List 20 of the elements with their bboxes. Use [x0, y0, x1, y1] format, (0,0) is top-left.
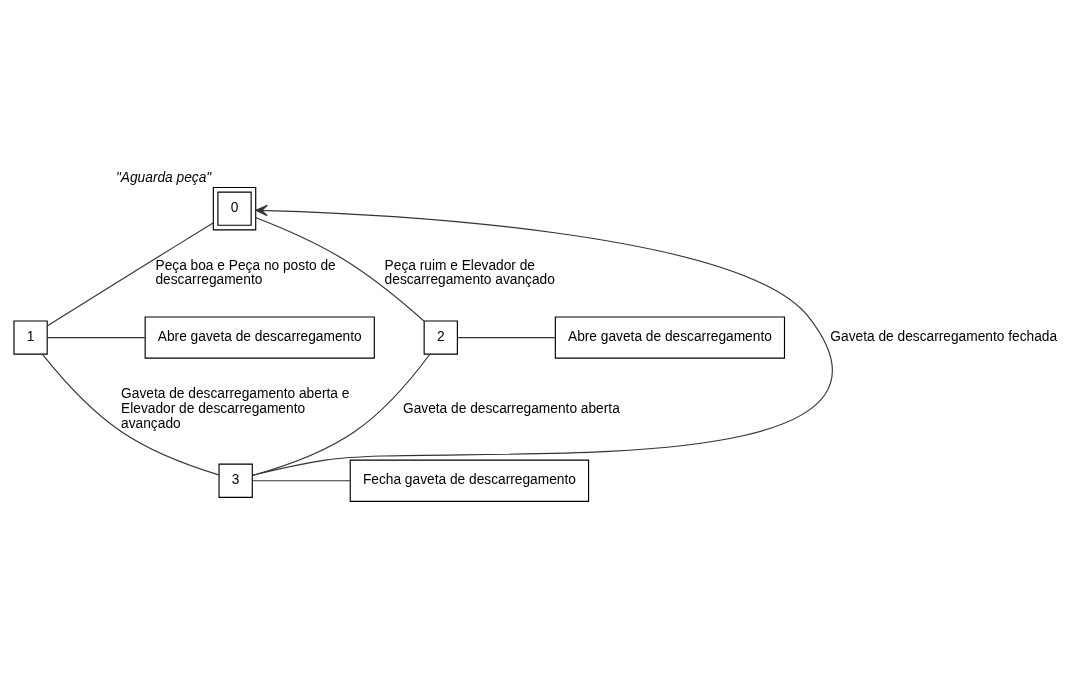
node-box: Fecha gaveta de descarregamento	[349, 459, 590, 502]
connector	[457, 336, 556, 338]
node-box: 0	[212, 186, 257, 230]
edge-label: Gaveta de descarregamento fechada	[830, 328, 1058, 344]
connector	[252, 479, 351, 481]
connector	[41, 353, 220, 475]
arrow	[251, 204, 831, 476]
edge-label: Peça ruim e Elevador de descarregamento avançado	[384, 257, 555, 287]
node-box: Abre gaveta de descarregamento	[554, 315, 786, 359]
edge-label: Gaveta de descarregamento aberta	[402, 400, 620, 416]
node-box: Abre gaveta de descarregamento	[144, 315, 375, 359]
edge-label: Peça boa e Peça no posto de descarregamento	[155, 257, 336, 287]
edge-label: Gaveta de descarregamento aberta e Elevador de descarregamento avançado	[121, 385, 350, 431]
node-box: 1	[13, 319, 48, 355]
connector	[46, 221, 214, 326]
node-box: 3	[218, 463, 253, 498]
node-box: 2	[423, 319, 458, 355]
connector	[255, 216, 425, 322]
connector	[47, 336, 146, 338]
node-label: "Aguarda peça"	[115, 169, 212, 185]
